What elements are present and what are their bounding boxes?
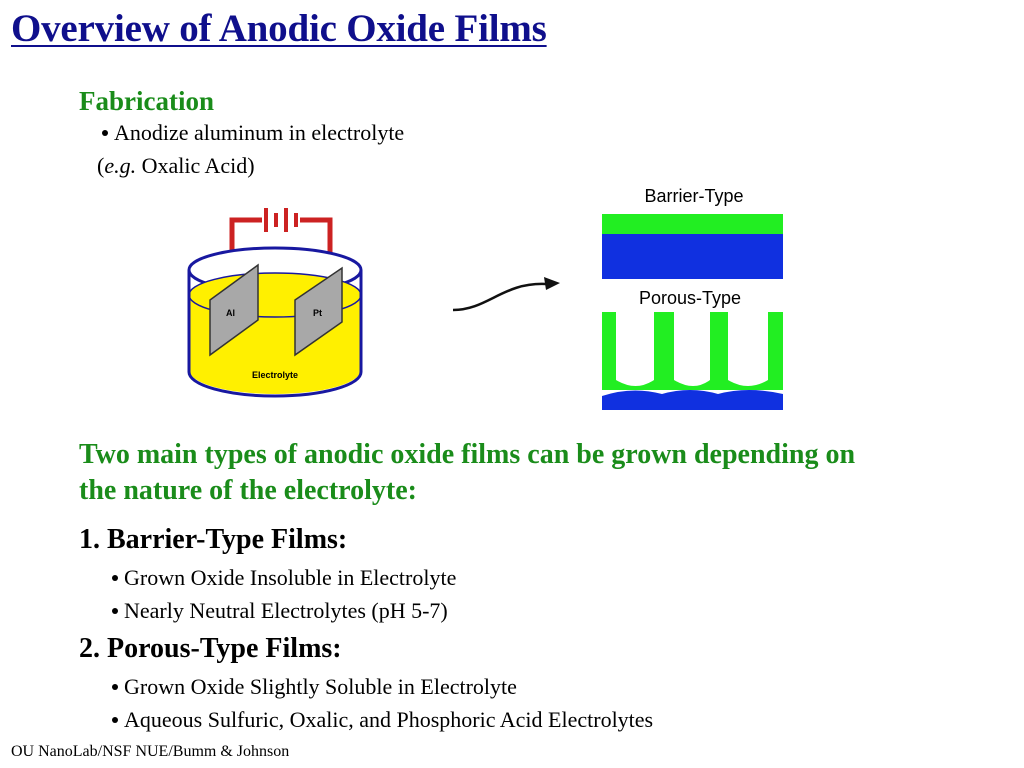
bullet-dot-icon — [112, 607, 118, 614]
footer-credit: OU NanoLab/NSF NUE/Bumm & Johnson — [11, 743, 290, 760]
beaker-bottom — [187, 371, 363, 398]
al-electrode — [209, 263, 259, 357]
bullet-dot-icon — [112, 716, 118, 723]
battery-icon — [264, 208, 298, 232]
barrier-oxide-layer — [602, 214, 783, 234]
barrier-aluminum-substrate — [602, 234, 783, 279]
anodizing-cell-diagram: Al Pt Electrolyte — [187, 208, 363, 398]
slide-title: Overview of Anodic Oxide Films — [11, 7, 547, 50]
al-label: Al — [226, 308, 235, 318]
porous-type-heading: 2. Porous-Type Films: — [79, 633, 342, 664]
bullet-text: Aqueous Sulfuric, Oxalic, and Phosphoric… — [124, 707, 654, 732]
porous-aluminum-substrate — [602, 390, 783, 410]
film-types-diagram: Barrier-Type Porous-Type — [602, 186, 783, 410]
list-item: Nearly Neutral Electrolytes (pH 5-7) — [112, 598, 448, 624]
bullet-text: Grown Oxide Slightly Soluble in Electrol… — [124, 674, 517, 699]
fabrication-bullet: Anodize aluminum in electrolyte — [102, 120, 404, 146]
fabrication-heading: Fabrication — [79, 86, 214, 116]
porous-type-label: Porous-Type — [639, 288, 741, 308]
bullet-dot-icon — [112, 683, 118, 690]
bullet-text: Grown Oxide Insoluble in Electrolyte — [124, 565, 457, 590]
bullet-text: Nearly Neutral Electrolytes (pH 5-7) — [124, 598, 448, 623]
example-eg: e.g. — [104, 153, 137, 178]
barrier-type-heading: 1. Barrier-Type Films: — [79, 524, 348, 555]
pt-label: Pt — [313, 308, 322, 318]
list-item: Aqueous Sulfuric, Oxalic, and Phosphoric… — [112, 707, 653, 733]
bullet-dot-icon — [112, 574, 118, 581]
list-item: Grown Oxide Slightly Soluble in Electrol… — [112, 674, 517, 700]
bullet-dot-icon — [102, 129, 108, 136]
barrier-type-label: Barrier-Type — [644, 186, 743, 206]
list-item: Grown Oxide Insoluble in Electrolyte — [112, 565, 456, 591]
example-open-paren: ( — [97, 153, 105, 178]
process-arrow-icon — [452, 277, 560, 312]
example-rest: Oxalic Acid) — [136, 153, 255, 178]
summary-text: Two main types of anodic oxide films can… — [79, 439, 856, 506]
electrolyte-label: Electrolyte — [252, 370, 298, 380]
fabrication-bullet-text: Anodize aluminum in electrolyte — [114, 120, 405, 145]
pt-electrode — [294, 266, 343, 357]
porous-oxide-layer — [602, 312, 783, 390]
fabrication-example: (e.g. Oxalic Acid) — [97, 153, 255, 179]
